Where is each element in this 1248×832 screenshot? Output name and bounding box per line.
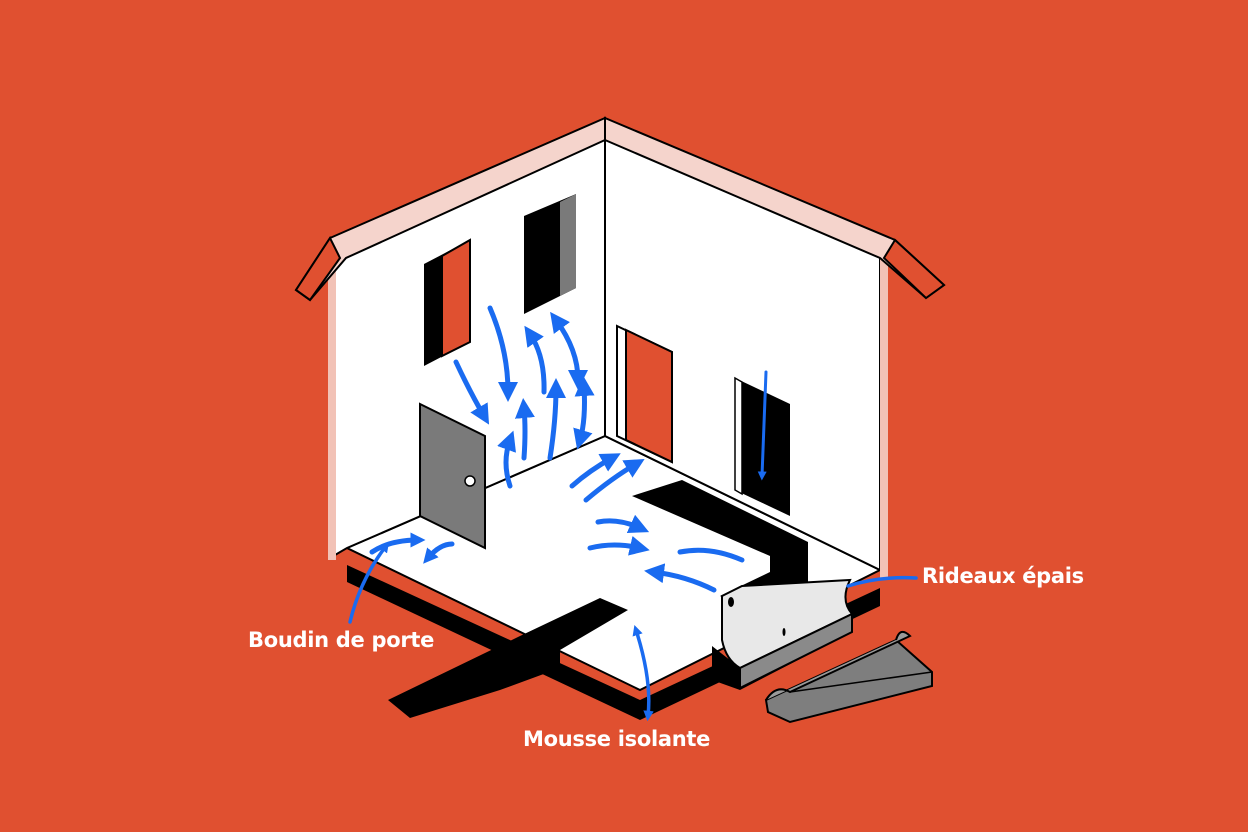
label-leaders xyxy=(348,541,918,722)
window-left xyxy=(424,238,471,366)
label-mousse-isolante: Mousse isolante xyxy=(523,727,711,751)
floor-strip-cross xyxy=(388,598,628,718)
leader-boudin xyxy=(348,541,390,624)
roof-eaves xyxy=(294,116,946,302)
airflow-arrows xyxy=(369,305,768,593)
right-wall-red-doorway xyxy=(616,324,673,464)
label-rideaux-epais: Rideaux épais xyxy=(922,564,1084,588)
metal-seal-profile xyxy=(712,578,854,690)
leader-mousse xyxy=(632,624,654,722)
leader-rideaux xyxy=(846,575,918,588)
window-right-dark xyxy=(524,194,576,314)
door-knob-icon xyxy=(464,475,476,487)
label-boudin-de-porte: Boudin de porte xyxy=(248,628,435,652)
left-wall-door xyxy=(419,402,486,550)
floor-strip-l xyxy=(632,480,808,614)
grey-foam-seal xyxy=(764,630,933,724)
